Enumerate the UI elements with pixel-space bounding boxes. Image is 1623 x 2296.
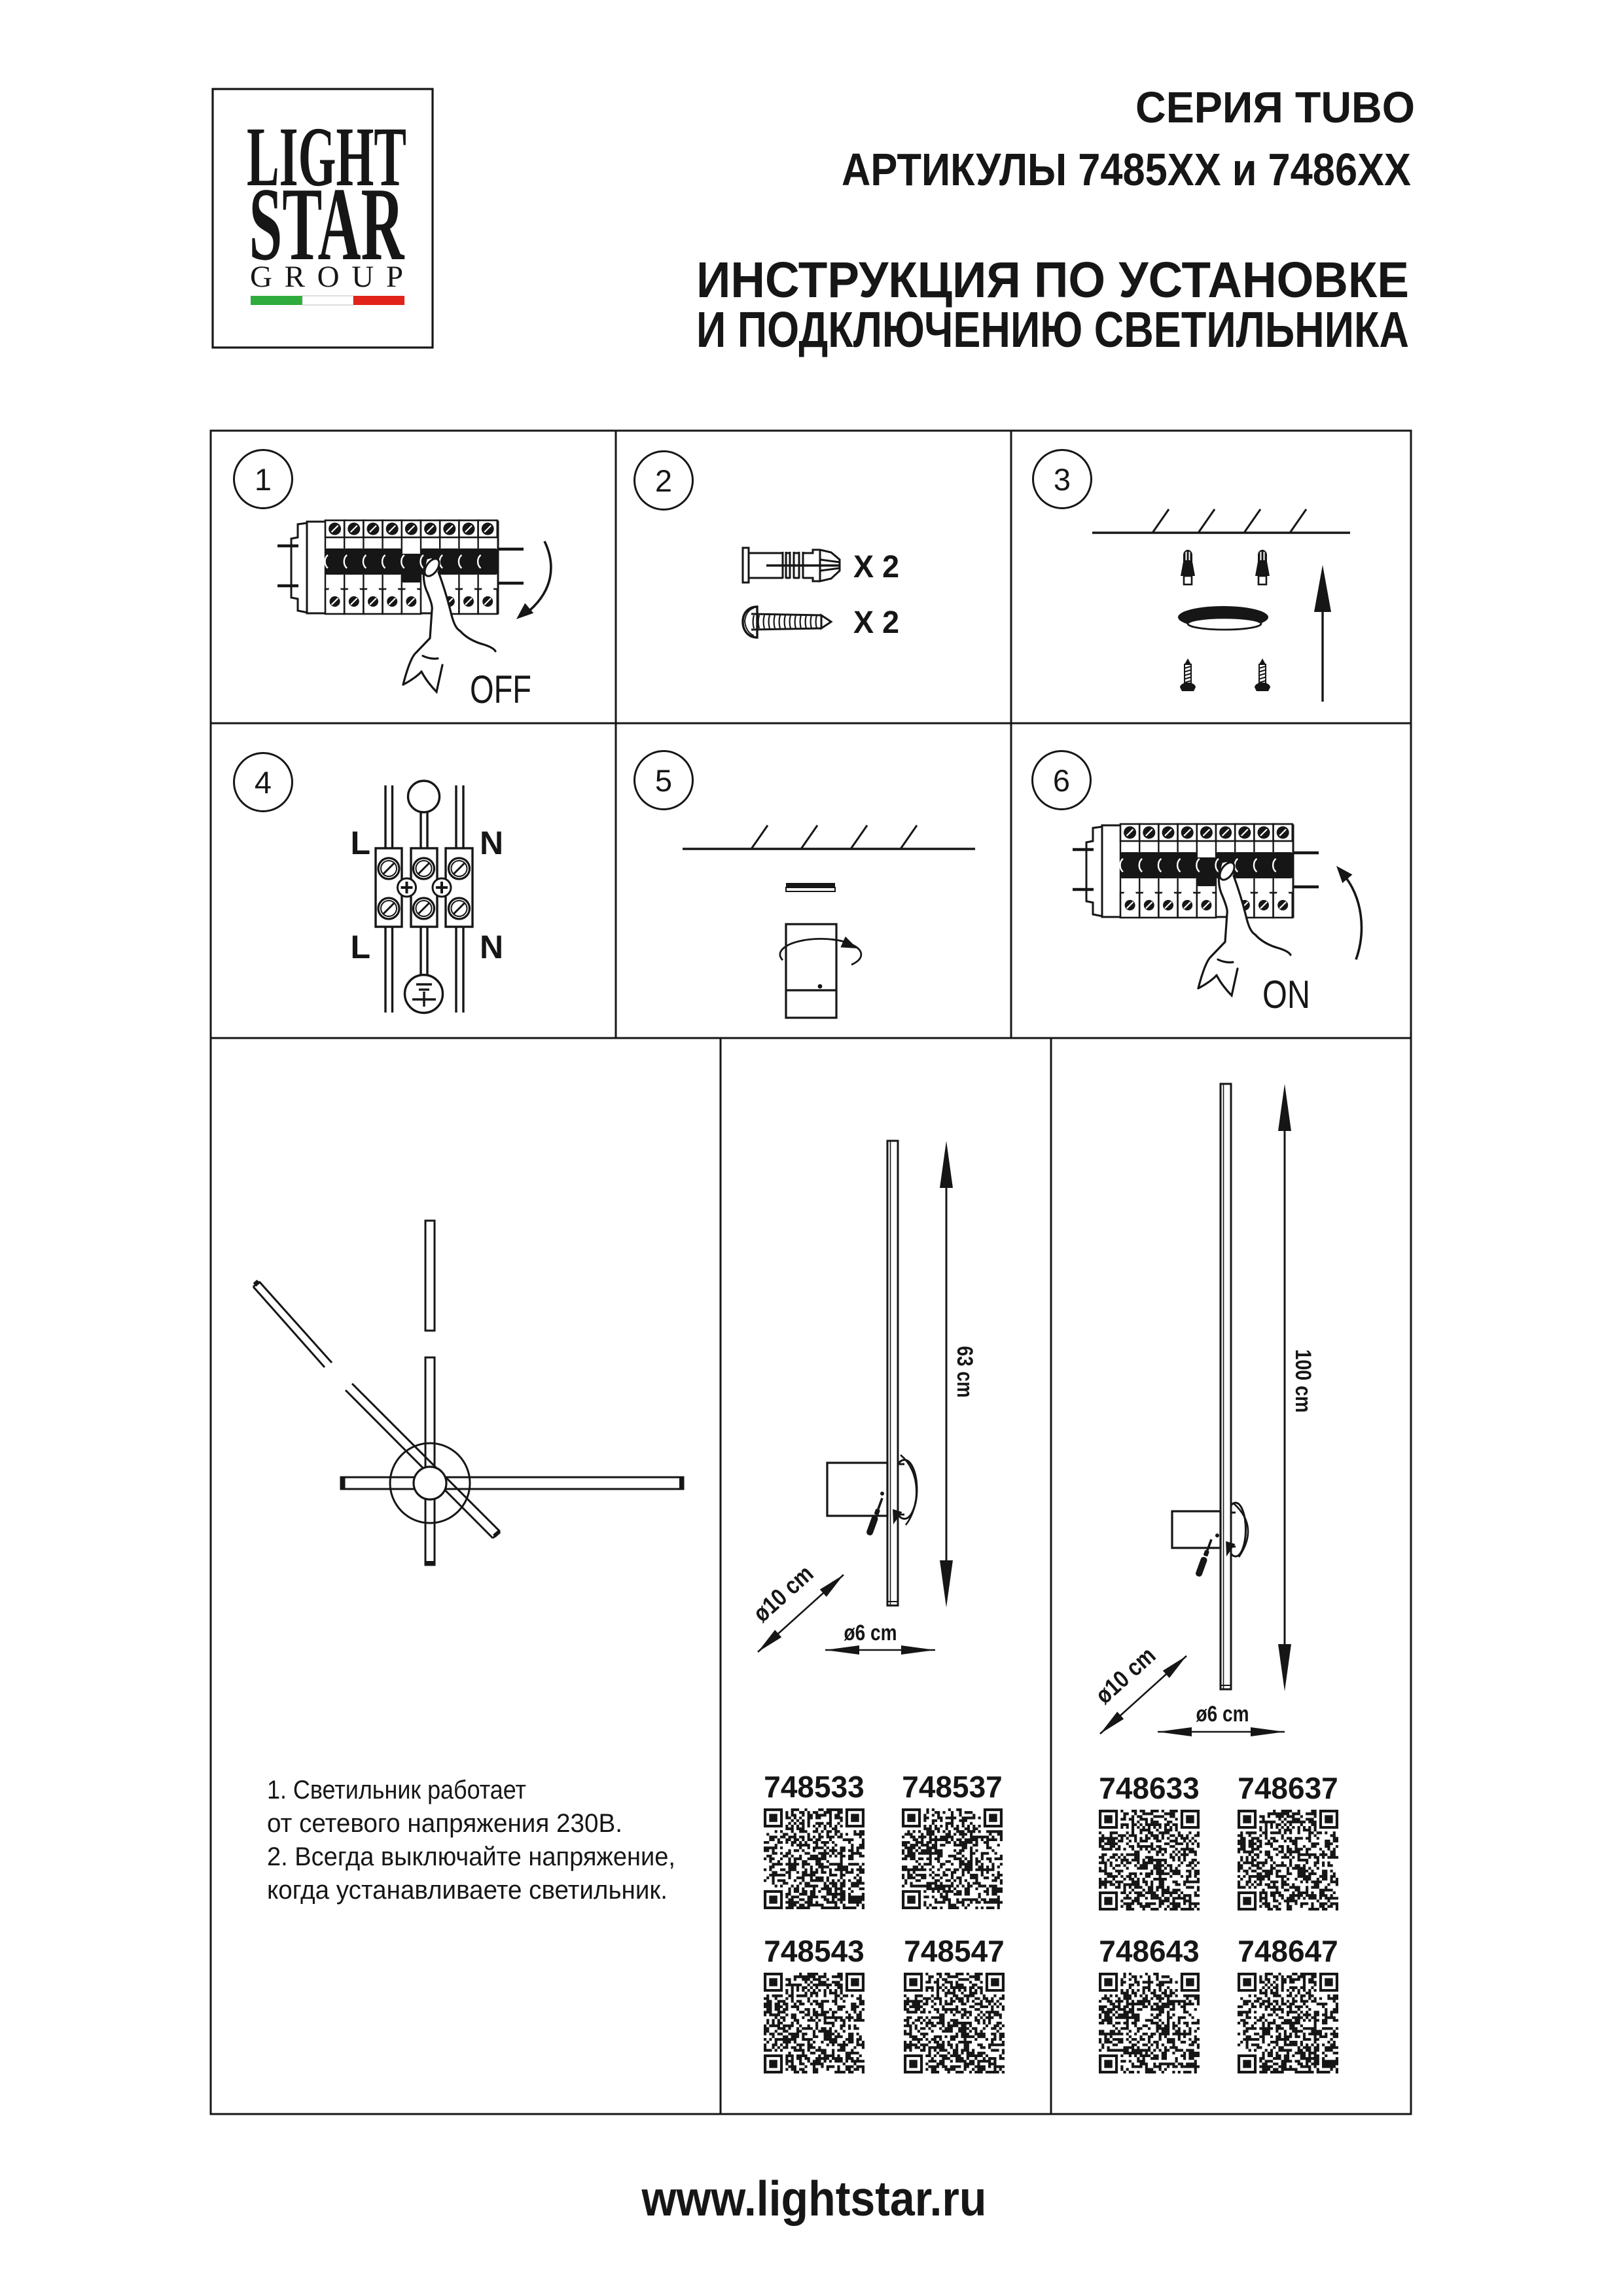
svg-text:L: L bbox=[350, 825, 370, 861]
svg-text:N: N bbox=[480, 825, 503, 861]
svg-text:1. Светильник работает: 1. Светильник работает bbox=[267, 1776, 526, 1804]
svg-text:от сетевого напряжения 230В.: от сетевого напряжения 230В. bbox=[267, 1809, 622, 1838]
svg-text:748633: 748633 bbox=[1099, 1771, 1200, 1805]
svg-text:748543: 748543 bbox=[764, 1934, 865, 1968]
svg-text:СЕРИЯ TUBO: СЕРИЯ TUBO bbox=[1135, 83, 1415, 132]
svg-text:LIGHT: LIGHT bbox=[247, 110, 406, 204]
svg-text:748647: 748647 bbox=[1238, 1934, 1338, 1968]
svg-text:6: 6 bbox=[1053, 763, 1070, 798]
svg-text:ø6 cm: ø6 cm bbox=[844, 1621, 897, 1645]
svg-text:2. Всегда выключайте напряжени: 2. Всегда выключайте напряжение, bbox=[267, 1842, 675, 1871]
svg-text:X 2: X 2 bbox=[853, 550, 899, 584]
svg-text:N: N bbox=[480, 929, 503, 965]
svg-text:748533: 748533 bbox=[764, 1770, 865, 1804]
svg-text:2: 2 bbox=[655, 463, 672, 498]
svg-text:ø6 cm: ø6 cm bbox=[1196, 1702, 1249, 1727]
svg-text:L: L bbox=[350, 929, 370, 965]
svg-text:100 cm: 100 cm bbox=[1291, 1350, 1315, 1413]
svg-text:И ПОДКЛЮЧЕНИЮ СВЕТИЛЬНИКА: И ПОДКЛЮЧЕНИЮ СВЕТИЛЬНИКА bbox=[696, 302, 1409, 358]
svg-text:748547: 748547 bbox=[904, 1934, 1005, 1968]
svg-text:X 2: X 2 bbox=[853, 605, 899, 640]
svg-text:ø10 cm: ø10 cm bbox=[748, 1560, 819, 1627]
svg-text:748637: 748637 bbox=[1238, 1771, 1338, 1805]
svg-text:STAR: STAR bbox=[249, 166, 405, 282]
svg-text:3: 3 bbox=[1054, 462, 1071, 497]
svg-text:АРТИКУЛЫ 7485ХХ и 7486ХХ: АРТИКУЛЫ 7485ХХ и 7486ХХ bbox=[842, 144, 1411, 195]
svg-text:www.lightstar.ru: www.lightstar.ru bbox=[641, 2171, 987, 2226]
svg-text:1: 1 bbox=[255, 462, 272, 497]
svg-text:63 cm: 63 cm bbox=[952, 1346, 977, 1398]
svg-text:OFF: OFF bbox=[470, 668, 531, 711]
svg-text:4: 4 bbox=[255, 765, 272, 800]
svg-text:5: 5 bbox=[655, 763, 672, 798]
svg-text:ON: ON bbox=[1262, 973, 1310, 1016]
svg-text:748643: 748643 bbox=[1099, 1934, 1200, 1968]
svg-text:когда устанавливаете светильни: когда устанавливаете светильник. bbox=[267, 1876, 668, 1905]
svg-text:748537: 748537 bbox=[902, 1770, 1003, 1804]
svg-text:ø10 cm: ø10 cm bbox=[1090, 1641, 1161, 1709]
svg-text:ИНСТРУКЦИЯ ПО УСТАНОВКЕ: ИНСТРУКЦИЯ ПО УСТАНОВКЕ bbox=[696, 252, 1409, 308]
